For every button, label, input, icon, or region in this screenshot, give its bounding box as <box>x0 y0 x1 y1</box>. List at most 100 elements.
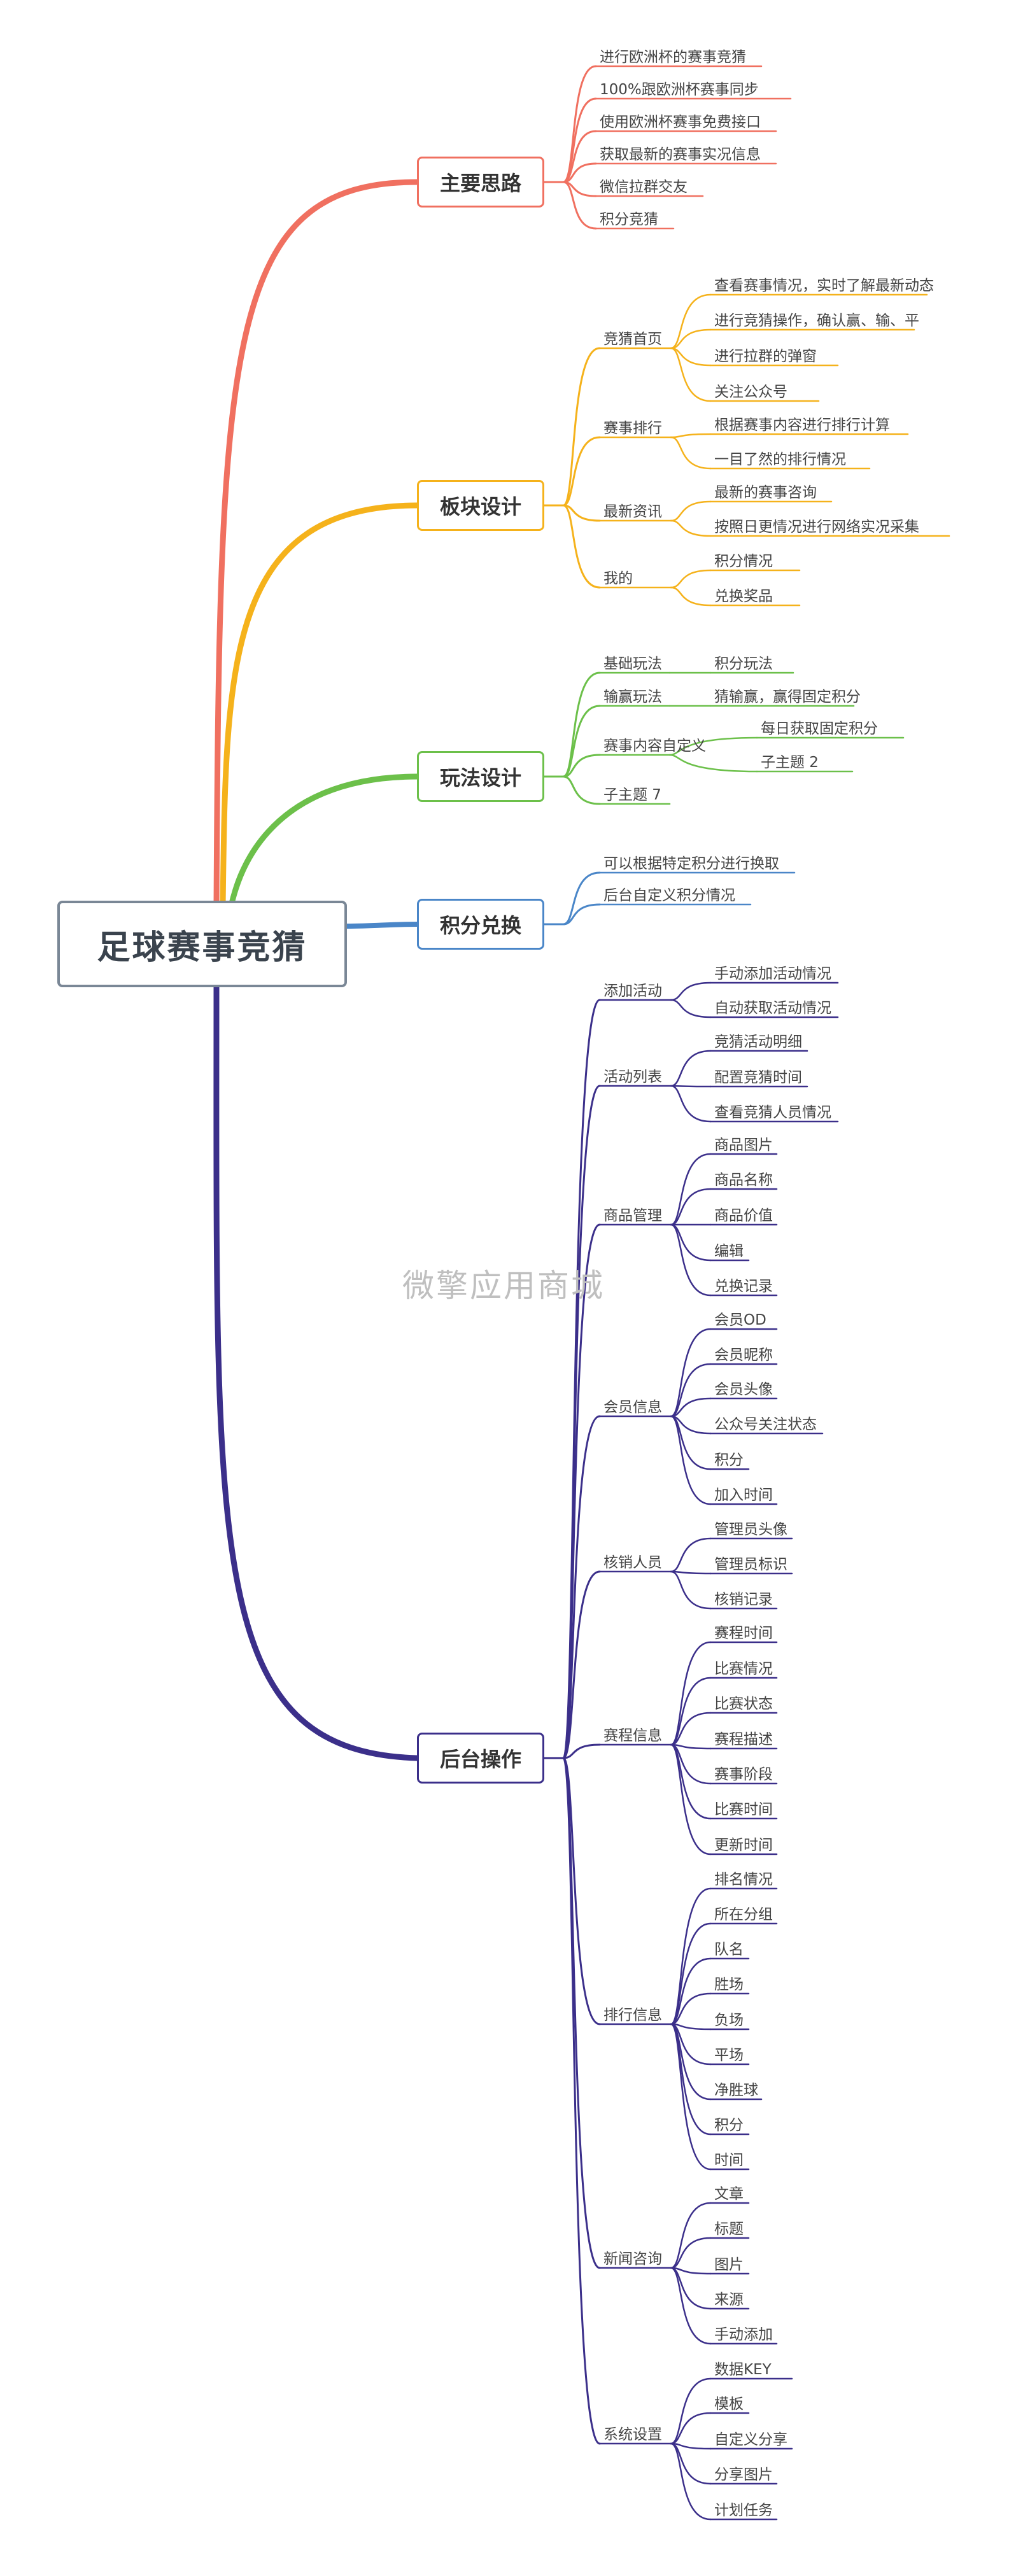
subtopic-label[interactable]: 微信拉群交友 <box>600 179 688 195</box>
leaf-label[interactable]: 更新时间 <box>714 1837 773 1854</box>
subtopic-label[interactable]: 100%跟欧洲杯赛事同步 <box>600 81 759 98</box>
leaf-label[interactable]: 竞猜活动明细 <box>714 1034 802 1050</box>
leaf-label[interactable]: 会员昵称 <box>714 1347 773 1363</box>
leaf-label[interactable]: 积分玩法 <box>714 656 773 672</box>
leaf-label[interactable]: 查看竞猜人员情况 <box>714 1104 831 1121</box>
leaf-label[interactable]: 胜场 <box>714 1976 744 1993</box>
leaf-label[interactable]: 所在分组 <box>714 1906 773 1923</box>
branch-gameplay-design[interactable]: 玩法设计 <box>417 751 544 802</box>
subtopic-label[interactable]: 可以根据特定积分进行换取 <box>603 855 779 872</box>
subtopic-label[interactable]: 基础玩法 <box>603 656 662 672</box>
leaf-label[interactable]: 猜输赢，赢得固定积分 <box>714 689 861 705</box>
leaf-connector <box>670 347 712 402</box>
leaf-connector <box>670 1712 712 1746</box>
subtopic-label[interactable]: 获取最新的赛事实况信息 <box>600 146 761 163</box>
leaf-label[interactable]: 计划任务 <box>714 2502 773 2519</box>
leaf-label[interactable]: 关注公众号 <box>714 384 787 400</box>
leaf-label[interactable]: 赛程时间 <box>714 1625 773 1642</box>
subtopic-label[interactable]: 赛事排行 <box>603 420 662 437</box>
subtopic-label[interactable]: 输赢玩法 <box>603 689 662 705</box>
leaf-label[interactable]: 根据赛事内容进行排行计算 <box>714 417 890 433</box>
leaf-connector <box>670 1743 712 1855</box>
subtopic-label[interactable]: 后台自定义积分情况 <box>603 887 735 904</box>
leaf-label[interactable]: 队名 <box>714 1941 744 1958</box>
subtopic-label[interactable]: 赛程信息 <box>603 1728 662 1744</box>
leaf-label[interactable]: 进行竞猜操作，确认赢、输、平 <box>714 313 919 329</box>
leaf-connector <box>670 1957 712 2025</box>
leaf-label[interactable]: 商品名称 <box>714 1172 773 1188</box>
subtopic-label[interactable]: 赛事内容自定义 <box>603 738 706 754</box>
leaf-label[interactable]: 数据KEY <box>714 2361 772 2378</box>
leaf-label[interactable]: 积分 <box>714 1452 744 1468</box>
leaf-label[interactable]: 核销记录 <box>714 1591 773 1608</box>
leaf-label[interactable]: 标题 <box>714 2221 744 2237</box>
leaf-label[interactable]: 负场 <box>714 2012 744 2029</box>
branch-section-design[interactable]: 板块设计 <box>417 480 544 531</box>
subtopic-label[interactable]: 竞猜首页 <box>603 331 662 348</box>
leaf-label[interactable]: 最新的赛事咨询 <box>714 484 817 501</box>
leaf-label[interactable]: 会员头像 <box>714 1381 773 1398</box>
leaf-label[interactable]: 兑换记录 <box>714 1278 773 1295</box>
subtopic-label[interactable]: 进行欧洲杯的赛事竞猜 <box>600 49 746 66</box>
leaf-connector <box>670 2442 712 2450</box>
leaf-label[interactable]: 时间 <box>714 2152 744 2169</box>
leaf-label[interactable]: 比赛时间 <box>714 1801 773 1818</box>
subtopic-label[interactable]: 我的 <box>603 570 633 587</box>
leaf-label[interactable]: 来源 <box>714 2291 744 2308</box>
leaf-connector <box>670 2377 712 2445</box>
subtopic-connector <box>562 504 601 522</box>
leaf-label[interactable]: 子主题 2 <box>761 754 819 771</box>
leaf-label[interactable]: 手动添加 <box>714 2326 773 2343</box>
subtopic-label[interactable]: 最新资讯 <box>603 503 662 520</box>
leaf-label[interactable]: 手动添加活动情况 <box>714 966 831 982</box>
leaf-label[interactable]: 分享图片 <box>714 2467 773 2483</box>
leaf-label[interactable]: 积分 <box>714 2117 744 2134</box>
branch-backend-operations[interactable]: 后台操作 <box>417 1733 544 1784</box>
leaf-label[interactable]: 管理员头像 <box>714 1521 787 1538</box>
leaf-label[interactable]: 进行拉群的弹窗 <box>714 348 817 365</box>
leaf-label[interactable]: 加入时间 <box>714 1487 773 1503</box>
subtopic-label[interactable]: 积分竞猜 <box>600 211 658 228</box>
leaf-label[interactable]: 赛程描述 <box>714 1731 773 1748</box>
leaf-label[interactable]: 管理员标识 <box>714 1556 787 1573</box>
leaf-label[interactable]: 编辑 <box>714 1243 744 1260</box>
leaf-label[interactable]: 积分情况 <box>714 553 773 570</box>
leaf-connector <box>670 982 712 1001</box>
leaf-label[interactable]: 商品图片 <box>714 1137 773 1153</box>
leaf-label[interactable]: 商品价值 <box>714 1207 773 1224</box>
leaf-label[interactable]: 平场 <box>714 2047 744 2064</box>
leaf-label[interactable]: 按照日更情况进行网络实况采集 <box>714 519 919 535</box>
leaf-label[interactable]: 图片 <box>714 2256 744 2273</box>
leaf-label[interactable]: 查看赛事情况，实时了解最新动态 <box>714 278 934 294</box>
leaf-label[interactable]: 自定义分享 <box>714 2432 787 2448</box>
leaf-label[interactable]: 比赛情况 <box>714 1661 773 1677</box>
subtopic-label[interactable]: 使用欧洲杯赛事免费接口 <box>600 114 761 130</box>
subtopic-label[interactable]: 活动列表 <box>603 1069 662 1085</box>
subtopic-label[interactable]: 核销人员 <box>603 1554 662 1571</box>
leaf-label[interactable]: 文章 <box>714 2186 744 2202</box>
leaf-label[interactable]: 每日获取固定积分 <box>761 721 878 737</box>
subtopic-label[interactable]: 排行信息 <box>603 2007 662 2023</box>
subtopic-label[interactable]: 系统设置 <box>603 2426 662 2443</box>
subtopic-label[interactable]: 会员信息 <box>603 1399 662 1416</box>
leaf-label[interactable]: 公众号关注状态 <box>714 1416 817 1433</box>
subtopic-label[interactable]: 子主题 7 <box>603 787 661 803</box>
leaf-connector <box>670 1415 712 1505</box>
leaf-label[interactable]: 兑换奖品 <box>714 588 773 605</box>
leaf-label[interactable]: 排名情况 <box>714 1871 773 1888</box>
leaf-label[interactable]: 赛事阶段 <box>714 1766 773 1783</box>
branch-connector-backend-operations <box>213 984 420 1761</box>
root-topic[interactable]: 足球赛事竞猜 <box>57 901 347 987</box>
leaf-label[interactable]: 一目了然的排行情况 <box>714 451 846 468</box>
subtopic-label[interactable]: 商品管理 <box>603 1207 662 1224</box>
leaf-label[interactable]: 模板 <box>714 2396 744 2412</box>
branch-main-ideas[interactable]: 主要思路 <box>417 157 544 208</box>
subtopic-label[interactable]: 新闻咨询 <box>603 2251 662 2267</box>
leaf-label[interactable]: 自动获取活动情况 <box>714 1000 831 1017</box>
leaf-label[interactable]: 比赛状态 <box>714 1696 773 1712</box>
subtopic-label[interactable]: 添加活动 <box>603 983 662 999</box>
leaf-label[interactable]: 会员OD <box>714 1312 766 1328</box>
branch-points-exchange[interactable]: 积分兑换 <box>417 899 544 950</box>
leaf-label[interactable]: 净胜球 <box>714 2082 758 2099</box>
leaf-label[interactable]: 配置竞猜时间 <box>714 1069 802 1086</box>
